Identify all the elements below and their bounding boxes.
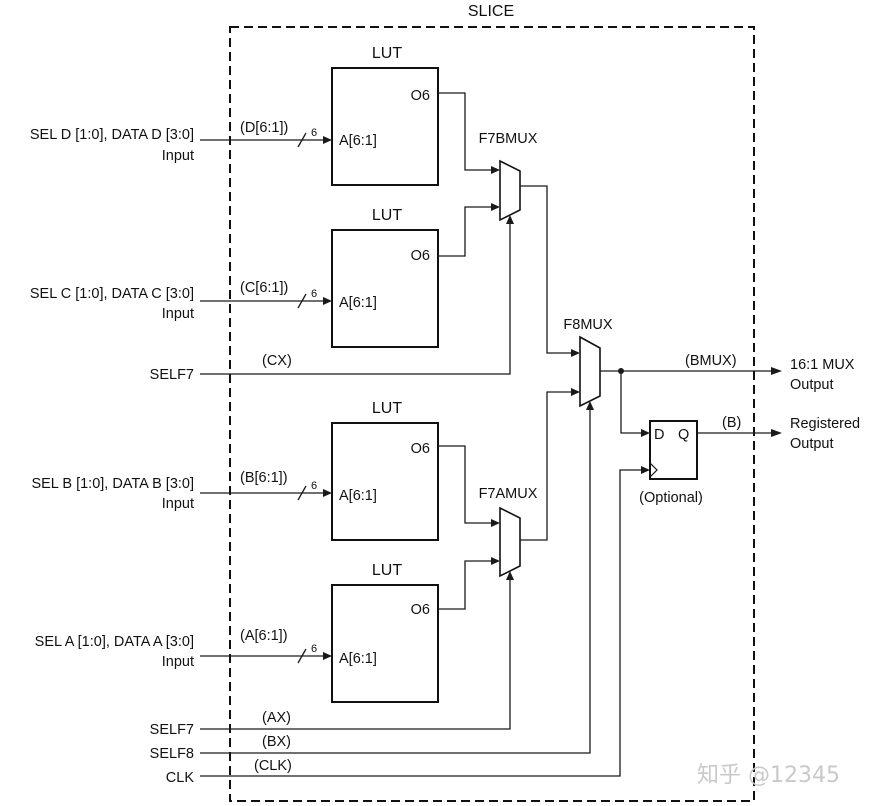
lut-a-o6-wire [438,560,492,610]
lut-a-o6: O6 [411,602,430,618]
self8-pin: (BX) [262,734,291,750]
lut-d [331,67,439,186]
input-d-bus: (D[6:1]) [240,120,288,136]
ff-q-label: Q [678,427,689,443]
self7-top-name: SELF7 [150,367,194,383]
reg-output-line2: Output [790,436,834,452]
lut-c-o6: O6 [411,248,430,264]
input-b-bus: (B[6:1]) [240,470,288,486]
lut-c [331,229,439,348]
lut-d-a61: A[6:1] [339,133,377,149]
input-d-width: 6 [311,127,317,139]
bmux-pin: (BMUX) [685,353,737,369]
input-d-line1: SEL D [1:0], DATA D [3:0] [30,127,194,143]
input-c-width: 6 [311,288,317,300]
flip-flop [649,420,698,480]
self7-bottom-name: SELF7 [150,722,194,738]
input-c-bus: (C[6:1]) [240,280,288,296]
lut-c-a61: A[6:1] [339,295,377,311]
mux-output-line2: Output [790,377,834,393]
input-b-line1: SEL B [1:0], DATA B [3:0] [31,476,194,492]
slice-boundary [229,26,755,802]
input-c-line2: Input [162,306,194,322]
self7-bottom-wire [200,579,511,730]
f8mux [579,335,601,408]
f7bmux-label: F7BMUX [479,131,538,147]
input-b-width: 6 [311,480,317,492]
ff-d-label: D [654,427,664,443]
input-a-line2: Input [162,654,194,670]
input-d-line2: Input [162,148,194,164]
lut-d-o6-wire [438,92,492,171]
lut-b-a61: A[6:1] [339,488,377,504]
f7amux-out-wire [520,391,572,541]
f7bmux [499,159,521,222]
lut-c-o6-wire [438,206,492,257]
lut-b-o6: O6 [411,441,430,457]
self8-wire [200,409,591,754]
lut-a-label: LUT [372,562,402,579]
lut-b-label: LUT [372,400,402,417]
slice-title: SLICE [468,3,514,20]
lut-b [331,422,439,541]
ff-d-wire [620,371,642,434]
lut-a [331,584,439,703]
lut-c-label: LUT [372,207,402,224]
self7-top-pin: (CX) [262,353,292,369]
self7-bottom-pin: (AX) [262,710,291,726]
clk-pin: (CLK) [254,758,292,774]
lut-d-label: LUT [372,45,402,62]
lut-a-a61: A[6:1] [339,651,377,667]
mux-output-line1: 16:1 MUX [790,357,855,373]
input-a-bus: (A[6:1]) [240,628,288,644]
f7amux [499,506,521,578]
input-a-line1: SEL A [1:0], DATA A [3:0] [35,634,194,650]
f8mux-label: F8MUX [563,317,612,333]
input-b-line2: Input [162,496,194,512]
watermark: 知乎 @12345 [697,763,840,788]
f7bmux-out-wire [520,185,572,354]
reg-output-line1: Registered [790,416,860,432]
self8-name: SELF8 [150,746,194,762]
ff-optional-note: (Optional) [639,490,703,506]
self7-top-wire [200,223,511,375]
clk-wire [200,469,642,777]
clk-name: CLK [166,770,195,786]
lut-b-o6-wire [438,445,492,524]
input-a-width: 6 [311,643,317,655]
clock-triangle-icon [649,462,658,478]
f7amux-label: F7AMUX [479,486,538,502]
lut-d-o6: O6 [411,88,430,104]
reg-pin: (B) [722,415,741,431]
input-c-line1: SEL C [1:0], DATA C [3:0] [30,286,194,302]
